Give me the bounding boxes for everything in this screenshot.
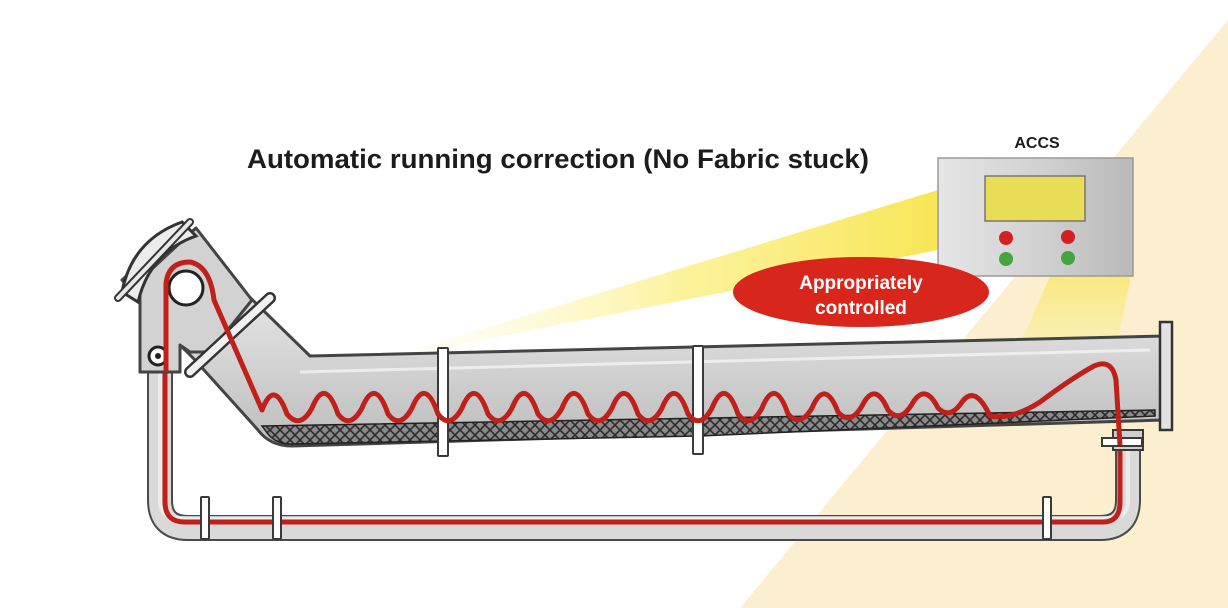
- status-bubble: Appropriately controlled: [733, 257, 989, 327]
- fabric-rope-return: [162, 360, 1123, 525]
- mesh-floor: [260, 409, 1156, 445]
- accs-control-panel: [937, 157, 1134, 277]
- indicator-green-right: [1061, 251, 1075, 265]
- bubble-line-1: Appropriately: [799, 273, 923, 294]
- reel-roller: [167, 269, 205, 307]
- indicator-green-left: [999, 252, 1013, 266]
- outlet-flange: [1158, 320, 1174, 432]
- controller-light-beam: [380, 190, 938, 360]
- panel-screen: [984, 175, 1086, 222]
- accs-label: ACCS: [1014, 135, 1060, 152]
- indicator-red-left: [999, 231, 1013, 245]
- fabric-rope-main: [163, 259, 1123, 446]
- bubble-line-2: controlled: [815, 298, 907, 319]
- return-pipe: [147, 370, 1141, 541]
- return-pipe-clamps: [200, 496, 1052, 540]
- indicator-red-right: [1061, 230, 1075, 244]
- main-tube-clamps: [437, 345, 704, 457]
- diagram-title: Automatic running correction (No Fabric …: [247, 144, 869, 174]
